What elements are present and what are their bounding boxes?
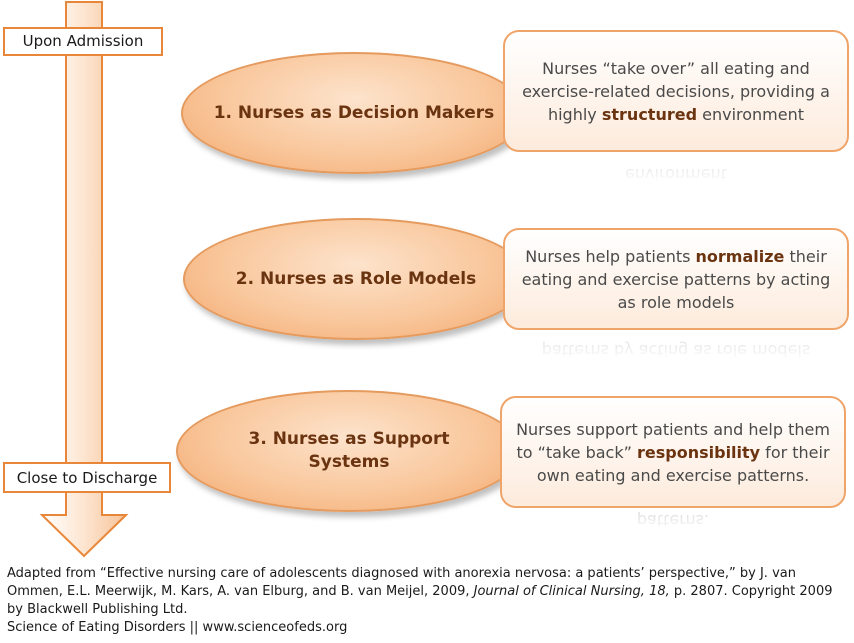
role-description-decision-makers: Nurses “take over” all eating and exerci… bbox=[503, 30, 849, 152]
role-oval-role-models: 2. Nurses as Role Models bbox=[183, 218, 529, 340]
description-reflection: environment bbox=[625, 165, 727, 184]
emphasis: structured bbox=[601, 104, 698, 124]
role-title: 1. Nurses as Decision Makers bbox=[213, 102, 495, 123]
role-title: 2. Nurses as Role Models bbox=[235, 268, 477, 289]
stage-label-admission: Upon Admission bbox=[3, 27, 163, 56]
role-description-support-systems: Nurses support patients and help them to… bbox=[500, 396, 846, 508]
stage-label-discharge: Close to Discharge bbox=[3, 462, 171, 493]
description-text: Nurses support patients and help them to… bbox=[516, 419, 830, 485]
role-title: 3. Nurses as Support Systems bbox=[248, 429, 450, 472]
citation-reference: Adapted from “Effective nursing care of … bbox=[7, 566, 833, 617]
citation-source: Science of Eating Disorders || www.scien… bbox=[7, 620, 348, 635]
description-text: Nurses “take over” all eating and exerci… bbox=[522, 58, 830, 124]
description-text: Nurses help patients normalize their eat… bbox=[521, 246, 831, 312]
description-reflection: patterns. bbox=[636, 512, 710, 530]
emphasis: responsibility bbox=[637, 442, 761, 462]
emphasis: normalize bbox=[695, 246, 785, 266]
timeline-arrow bbox=[39, 1, 129, 558]
role-oval-decision-makers: 1. Nurses as Decision Makers bbox=[181, 52, 527, 174]
journal-title: Journal of Clinical Nursing, 18, bbox=[473, 584, 670, 599]
citation: Adapted from “Effective nursing care of … bbox=[7, 565, 849, 637]
role-oval-support-systems: 3. Nurses as Support Systems bbox=[176, 390, 522, 512]
description-reflection: patterns by acting as role models bbox=[541, 341, 811, 360]
role-description-role-models: Nurses help patients normalize their eat… bbox=[503, 228, 849, 330]
